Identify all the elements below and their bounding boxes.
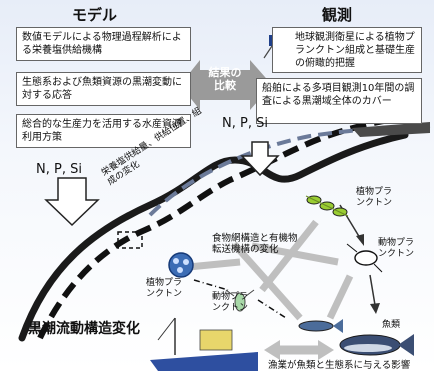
diatom-chain-icon (305, 195, 349, 217)
fishing-boat-icon (150, 317, 258, 371)
observation-box-satellite: 地球観測衛星による植物プランクトン組成と基礎生産の俯瞰的把握 (272, 27, 422, 73)
model-box-fisheries: 総合的な生産力を活用する水産資源利用方策 (16, 114, 191, 148)
copepod-right-icon (346, 243, 383, 273)
fish-label: 魚類 (382, 320, 401, 330)
arrow-zoo-to-fish-head (370, 303, 380, 314)
coccolithophore-icon (168, 252, 194, 278)
phyto-top-label: 植物プラ ンクトン (356, 187, 392, 209)
arrow-center-to-zoo (251, 242, 339, 266)
arrow-zoo-to-smallfish-dashdot (257, 299, 287, 319)
observation-box-ship: 船舶による多項目観測10年間の調査による黒潮域全体のカバー (256, 78, 422, 124)
upwelling-dashed-box (117, 231, 143, 249)
zoo-bottom-line2: ンクトン (212, 303, 249, 313)
zoo-right-line2: ンクトン (378, 249, 415, 259)
observation-header: 観測 (322, 6, 353, 24)
phyto-top-line1: 植物プラ (356, 187, 393, 197)
phyto-left-line1: 植物プラ (146, 278, 183, 288)
compare-label-line2: 比較 (214, 79, 236, 92)
zoo-bottom-label: 動物プラ ンクトン (212, 292, 248, 314)
arrow-phytoleft-to-zoo-dashdot (193, 279, 229, 291)
kuroshio-change-label: 黒潮流動構造変化 (28, 321, 140, 337)
zooplankton-bottom-icon (225, 289, 255, 312)
compare-double-arrow (180, 60, 272, 110)
arrow-foodweb-to-fish (231, 241, 303, 321)
nutrient-arrow-left (44, 177, 100, 227)
model-box-ecosystem: 生態系および魚類資源の黒潮変動に対する応答 (16, 72, 191, 106)
phyto-left-label: 植物プラ ンクトン (146, 278, 182, 300)
zoo-right-label: 動物プラ ンクトン (378, 238, 414, 260)
zoo-bottom-line1: 動物プラ (212, 292, 249, 302)
foodweb-change-label: 食物網構造と有機物 転送機構の変化 (212, 233, 298, 255)
arrow-fishery-head (318, 340, 334, 360)
foodweb-change-line1: 食物網構造と有機物 (212, 233, 298, 244)
nutrients-label-right: N, P, Si (222, 116, 268, 131)
kuroshio-solid-curve (18, 131, 409, 342)
compare-label-line1: 結果の (208, 66, 242, 79)
kuroshio-dashed-curve (37, 115, 406, 340)
phyto-left-line2: ンクトン (146, 289, 183, 299)
phyto-top-line2: ンクトン (356, 198, 393, 208)
arrow-zoo-to-fish (326, 274, 354, 320)
small-fish-icon (298, 319, 343, 333)
arrow-zoo-to-fish-dark (369, 274, 376, 306)
fishery-impact-label: 漁業が魚類と生態系に与える影響 (268, 360, 411, 371)
arrow-phyto-to-zoo-head (356, 234, 364, 246)
foodweb-change-line2: 転送機構の変化 (212, 244, 279, 255)
arrow-fishery-tail (264, 340, 280, 360)
model-header: モデル (72, 6, 118, 24)
compare-label: 結果の 比較 (200, 66, 250, 92)
model-box-physics: 数値モデルによる物理過程解析による栄養塩供給機構 (16, 27, 191, 61)
zoo-right-line1: 動物プラ (378, 238, 415, 248)
nutrients-label-left: N, P, Si (36, 162, 82, 177)
tuna-icon (339, 334, 414, 356)
nutrient-arrow-right (240, 141, 280, 177)
